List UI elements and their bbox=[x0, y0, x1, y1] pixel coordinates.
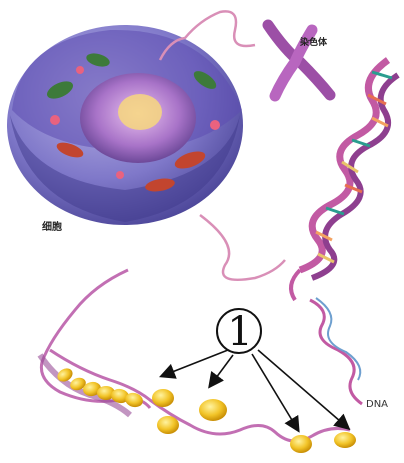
nucleolus bbox=[118, 94, 162, 130]
marker-arrows bbox=[162, 350, 348, 430]
nucleosome-e bbox=[334, 432, 356, 448]
dna-helix bbox=[291, 60, 398, 300]
nucleosome-d bbox=[290, 435, 312, 453]
nucleosome-group bbox=[55, 366, 356, 453]
arrow-4 bbox=[258, 350, 348, 428]
nucleosome-b bbox=[157, 416, 179, 434]
nucleosome-a bbox=[152, 389, 174, 407]
arrow-2 bbox=[210, 355, 233, 386]
dna-label: DNA bbox=[366, 399, 388, 410]
cell-label: 细胞 bbox=[42, 218, 62, 233]
marker-number: 1 bbox=[218, 306, 262, 358]
nucleosome-c bbox=[199, 399, 227, 421]
dna-strand-lower bbox=[310, 298, 362, 404]
cell-illustration bbox=[7, 25, 243, 225]
chromosome-label: 染色体 bbox=[300, 35, 327, 48]
